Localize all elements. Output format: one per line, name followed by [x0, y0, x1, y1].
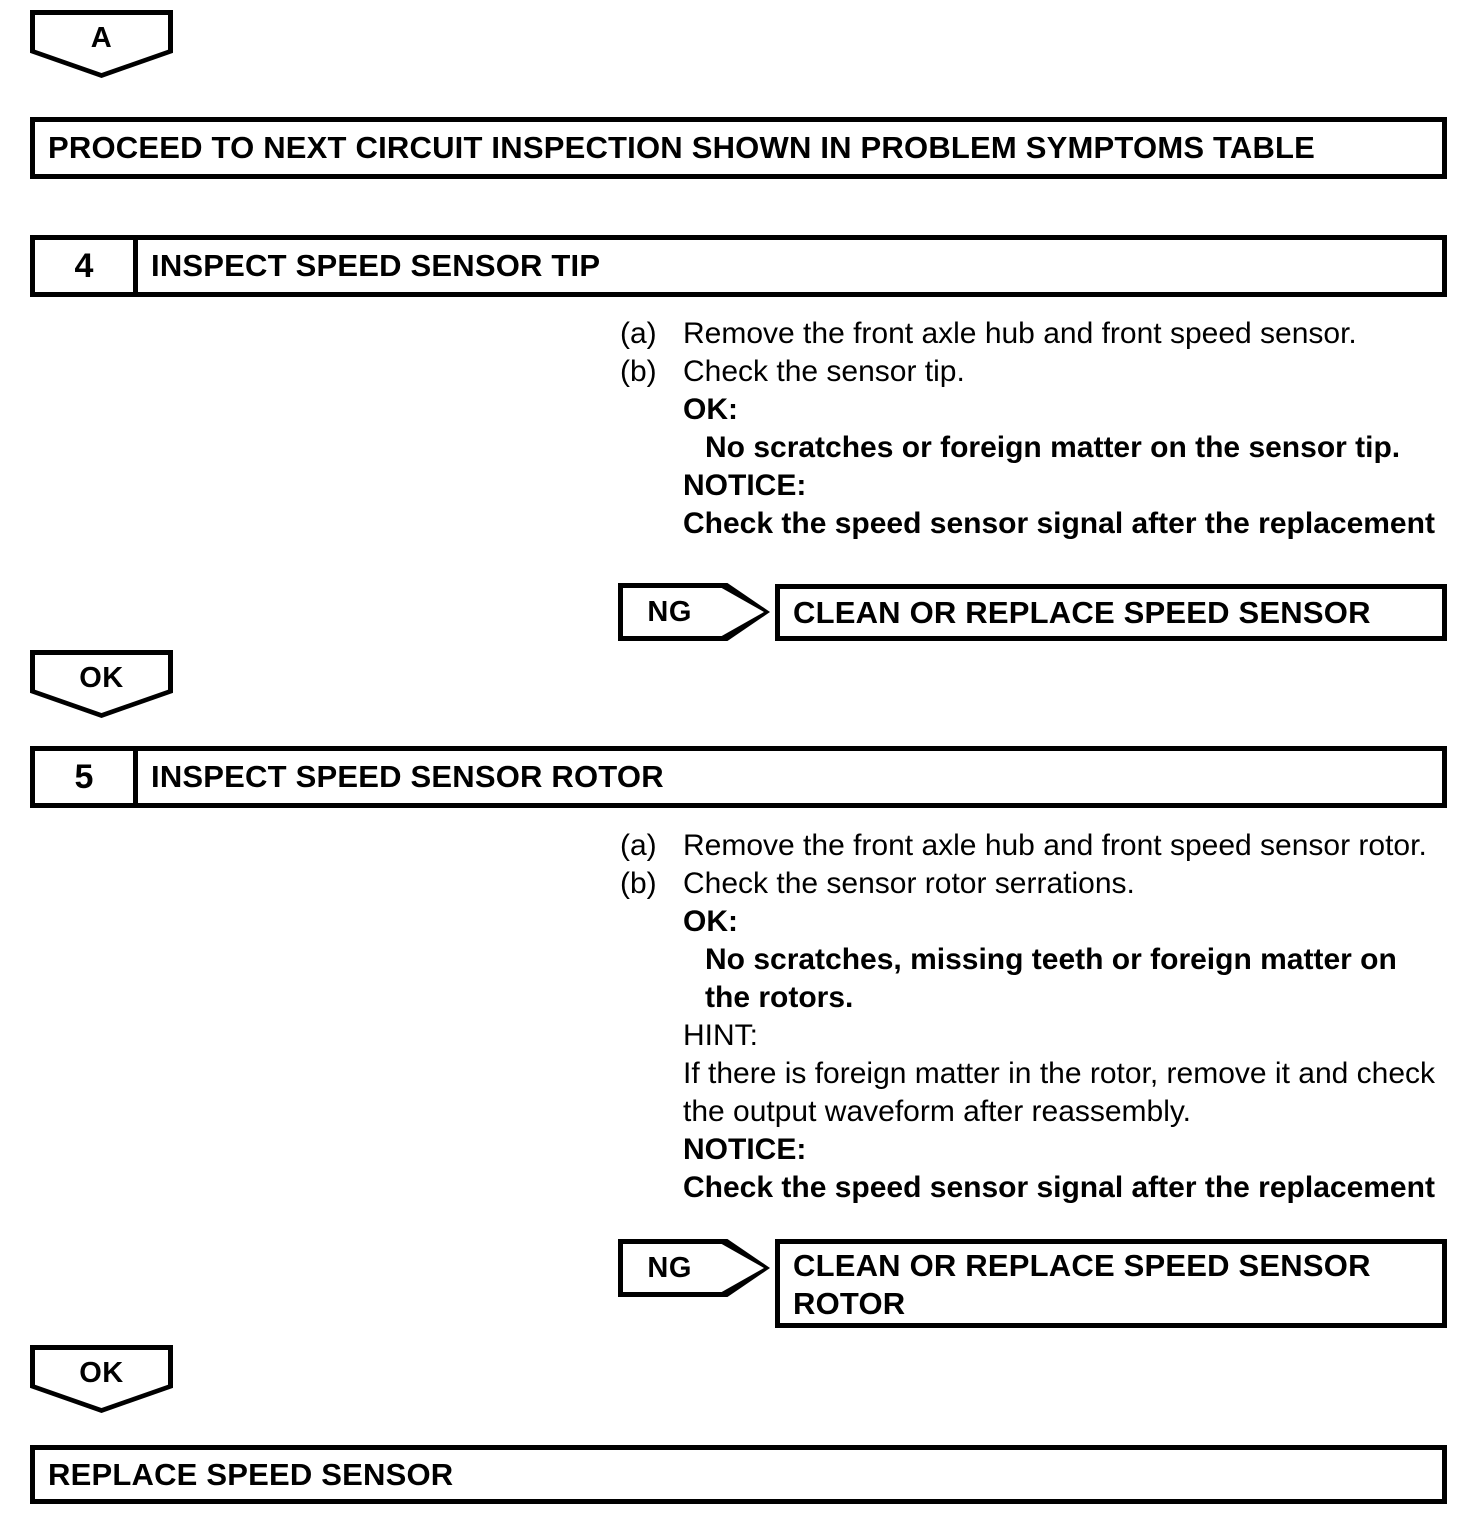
step-5-number: 5	[35, 751, 138, 803]
step-4-ok-heading: OK:	[683, 393, 738, 426]
connector-ok-after-step-4: OK	[30, 650, 173, 718]
step-5-ng-tag: NG	[618, 1239, 770, 1297]
step-5-ok-text-line-2: the rotors.	[705, 981, 854, 1014]
step-5-ng-result-line-2: ROTOR	[793, 1285, 906, 1321]
step-4-title: INSPECT SPEED SENSOR TIP	[151, 248, 601, 283]
step-4-instruction-b-text: Check the sensor tip.	[683, 355, 965, 388]
step-4-instruction-b: (b) Check the sensor tip.	[620, 353, 1435, 391]
step-5-ok-heading: OK:	[683, 905, 738, 938]
step-5-instruction-b-text: Check the sensor rotor serrations.	[683, 867, 1135, 900]
step-5-header: 5 INSPECT SPEED SENSOR ROTOR	[30, 746, 1447, 808]
step-5-hint-line-1: If there is foreign matter in the rotor,…	[683, 1057, 1436, 1090]
step-4-instruction-a-marker: (a)	[620, 317, 657, 350]
step-4-notice-text: Check the speed sensor signal after the …	[683, 507, 1435, 540]
step-5-instruction-a-marker: (a)	[620, 829, 657, 862]
step-5-hint-heading: HINT:	[683, 1019, 758, 1052]
step-5-ng-result-text: CLEAN OR REPLACE SPEED SENSOR ROTOR	[780, 1245, 1381, 1323]
replace-speed-sensor-box: REPLACE SPEED SENSOR	[30, 1445, 1447, 1504]
connector-a-label: A	[90, 22, 113, 54]
connector-ok-after-step-5-label: OK	[79, 1357, 124, 1389]
step-5-title: INSPECT SPEED SENSOR ROTOR	[151, 759, 664, 794]
step-5-instruction-b-marker: (b)	[620, 867, 657, 900]
connector-ok-after-step-5: OK	[30, 1345, 173, 1413]
step-5-instruction-a-text: Remove the front axle hub and front spee…	[683, 829, 1427, 862]
step-5-notice-text: Check the speed sensor signal after the …	[683, 1171, 1435, 1204]
step-4-ng-result-box: CLEAN OR REPLACE SPEED SENSOR	[775, 584, 1447, 641]
step-4-ng-tag: NG	[618, 583, 770, 641]
proceed-to-next-inspection-text: PROCEED TO NEXT CIRCUIT INSPECTION SHOWN…	[48, 130, 1316, 166]
step-5-instruction-b: (b) Check the sensor rotor serrations.	[620, 865, 1435, 903]
step-5-ok-text-line-1: No scratches, missing teeth or foreign m…	[705, 943, 1397, 976]
step-4-ng-label: NG	[647, 595, 692, 628]
step-4-notice-heading: NOTICE:	[683, 469, 807, 502]
step-5-ng-result-line-1: CLEAN OR REPLACE SPEED SENSOR	[793, 1247, 1371, 1283]
step-5-hint-line-2: the output waveform after reassembly.	[683, 1095, 1192, 1128]
proceed-to-next-inspection-box: PROCEED TO NEXT CIRCUIT INSPECTION SHOWN…	[30, 117, 1447, 179]
step-4-instruction-a-text: Remove the front axle hub and front spee…	[683, 317, 1357, 350]
step-4-ok-text: No scratches or foreign matter on the se…	[705, 431, 1401, 464]
step-4-instruction-a: (a) Remove the front axle hub and front …	[620, 315, 1435, 353]
connector-ok-after-step-4-label: OK	[79, 662, 124, 694]
step-5-instruction-a: (a) Remove the front axle hub and front …	[620, 827, 1435, 865]
step-5-notice-heading: NOTICE:	[683, 1133, 807, 1166]
step-5-instructions: (a) Remove the front axle hub and front …	[620, 827, 1435, 1207]
replace-speed-sensor-text: REPLACE SPEED SENSOR	[48, 1456, 454, 1492]
step-4-header: 4 INSPECT SPEED SENSOR TIP	[30, 235, 1447, 297]
step-5-ng-label: NG	[647, 1251, 692, 1284]
step-4-ng-result-text: CLEAN OR REPLACE SPEED SENSOR	[793, 594, 1371, 630]
step-4-instruction-b-marker: (b)	[620, 355, 657, 388]
step-5-ng-result-box: CLEAN OR REPLACE SPEED SENSOR ROTOR	[775, 1239, 1447, 1328]
connector-a: A	[30, 10, 173, 78]
step-4-number: 4	[35, 240, 138, 292]
step-4-instructions: (a) Remove the front axle hub and front …	[620, 315, 1435, 543]
